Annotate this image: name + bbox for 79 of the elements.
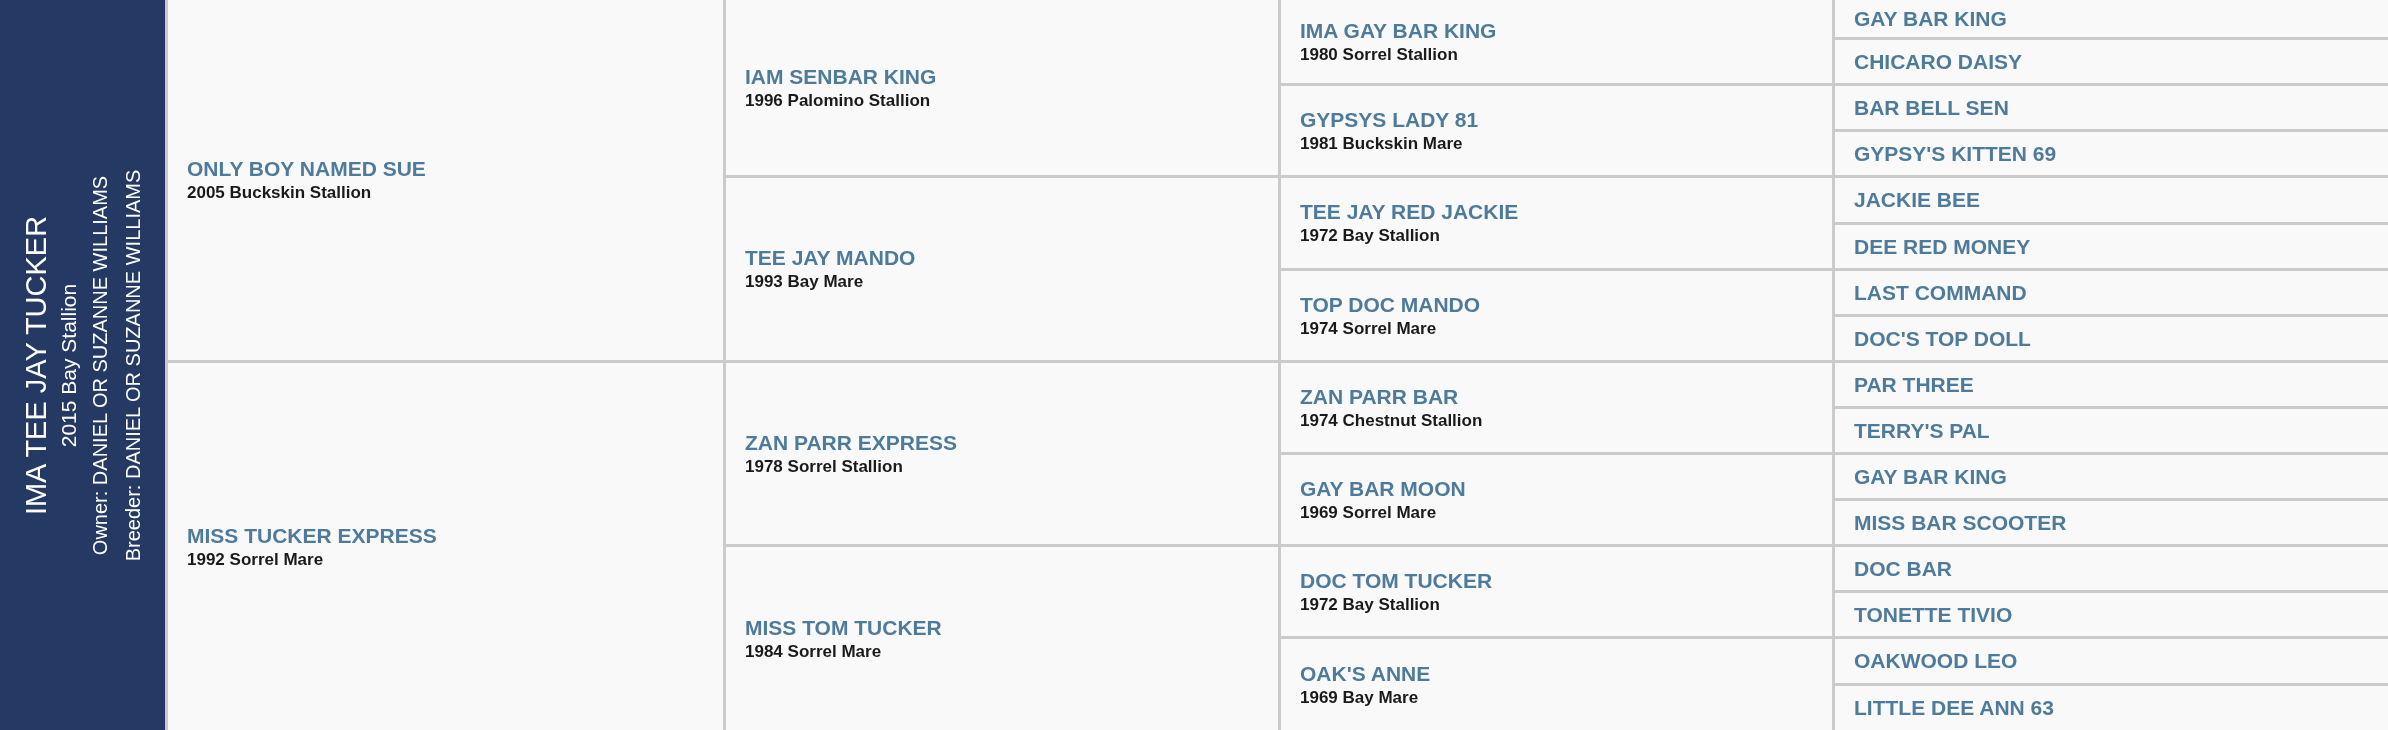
- horse-name: ZAN PARR BAR: [1300, 383, 1459, 410]
- horse-name: TEE JAY MANDO: [745, 245, 916, 271]
- horse-details: 2015 Bay Stallion: [54, 283, 81, 447]
- horse-name: DOC'S TOP DOLL: [1854, 325, 2031, 352]
- horse-name: IMA TEE JAY TUCKER: [17, 215, 52, 515]
- horse-name: DOC TOM TUCKER: [1300, 567, 1493, 594]
- pedigree-cell: [1835, 409, 2388, 452]
- horse-name: GAY BAR MOON: [1300, 475, 1466, 502]
- horse-details: 1978 Sorrel Stallion: [745, 455, 903, 478]
- pedigree-cell: [1281, 363, 1832, 452]
- horse-name: MISS TUCKER EXPRESS: [187, 522, 437, 549]
- horse-name: GAY BAR KING: [1854, 5, 2007, 32]
- pedigree-cell: [1835, 271, 2388, 314]
- pedigree-cell: [1281, 178, 1832, 268]
- horse-details: 1974 Chestnut Stallion: [1300, 409, 1483, 432]
- pedigree-cell: [726, 178, 1278, 360]
- pedigree-cell: [726, 547, 1278, 730]
- horse-name: GYPSYS LADY 81: [1300, 106, 1479, 133]
- horse-name: JACKIE BEE: [1854, 187, 1981, 213]
- horse-name: DOC BAR: [1854, 555, 1952, 582]
- horse-name: IAM SENBAR KING: [745, 63, 937, 90]
- horse-details: 1972 Bay Stallion: [1300, 593, 1440, 616]
- pedigree-cell: [726, 0, 1278, 175]
- pedigree-cell: [1281, 0, 1832, 83]
- pedigree-cell: [1835, 639, 2388, 683]
- horse-name: TONETTE TIVIO: [1854, 601, 2013, 628]
- pedigree-cell: [1835, 593, 2388, 636]
- horse-name: GAY BAR KING: [1854, 463, 2007, 490]
- pedigree-cell: [1835, 455, 2388, 498]
- horse-name: TERRY'S PAL: [1854, 417, 1990, 444]
- horse-details: 1993 Bay Mare: [745, 271, 864, 293]
- horse-name: GYPSY'S KITTEN 69: [1854, 140, 2057, 167]
- horse-name: MISS BAR SCOOTER: [1854, 509, 2067, 536]
- pedigree-cell: [1835, 178, 2388, 222]
- horse-name: CHICARO DAISY: [1854, 48, 2022, 75]
- horse-details: 1969 Sorrel Mare: [1300, 501, 1437, 524]
- horse-name: OAKWOOD LEO: [1854, 648, 2018, 674]
- horse-name: TOP DOC MANDO: [1300, 291, 1481, 318]
- horse-name: LITTLE DEE ANN 63: [1854, 695, 2054, 721]
- horse-details: 1969 Bay Mare: [1300, 686, 1419, 709]
- horse-details: 1984 Sorrel Mare: [745, 640, 882, 663]
- owner-text: Owner: DANIEL OR SUZANNE WILLIAMS: [86, 175, 111, 555]
- horse-details: 2005 Buckskin Stallion: [187, 182, 372, 204]
- pedigree-cell: [1835, 363, 2388, 406]
- horse-name: OAK'S ANNE: [1300, 660, 1431, 687]
- horse-details: 1981 Buckskin Mare: [1300, 132, 1463, 155]
- pedigree-cell: [1835, 686, 2388, 730]
- pedigree-cell: [168, 0, 723, 360]
- horse-details: 1992 Sorrel Mare: [187, 548, 324, 571]
- horse-details: 1972 Bay Stallion: [1300, 225, 1440, 247]
- pedigree-cell: [1835, 501, 2388, 544]
- horse-details: 1996 Palomino Stallion: [745, 89, 931, 112]
- horse-name: ZAN PARR EXPRESS: [745, 429, 957, 456]
- pedigree-cell: [1835, 86, 2388, 129]
- title-panel: [0, 0, 165, 730]
- pedigree-cell: [1835, 40, 2388, 83]
- pedigree-cell: [1281, 639, 1832, 730]
- horse-name: PAR THREE: [1854, 371, 1974, 398]
- pedigree-cell: [1281, 271, 1832, 360]
- breeder-text: Breeder: DANIEL OR SUZANNE WILLIAMS: [119, 169, 144, 561]
- horse-details: 1980 Sorrel Stallion: [1300, 43, 1458, 66]
- pedigree-cell: [1281, 455, 1832, 544]
- pedigree-cell: [1281, 547, 1832, 636]
- pedigree-cell: [1835, 225, 2388, 268]
- pedigree-cell: [1281, 86, 1832, 175]
- pedigree-cell: [1835, 317, 2388, 360]
- horse-name: LAST COMMAND: [1854, 279, 2027, 306]
- horse-name: BAR BELL SEN: [1854, 94, 2009, 121]
- horse-name: ONLY BOY NAMED SUE: [187, 156, 426, 182]
- pedigree-cell: [1835, 132, 2388, 175]
- horse-name: IMA GAY BAR KING: [1300, 17, 1497, 44]
- horse-details: 1974 Sorrel Mare: [1300, 317, 1437, 340]
- horse-name: TEE JAY RED JACKIE: [1300, 199, 1519, 225]
- pedigree-cell: [1835, 0, 2388, 37]
- pedigree-cell: [168, 363, 723, 730]
- pedigree-cell: [1835, 547, 2388, 590]
- pedigree-cell: [726, 363, 1278, 544]
- horse-name: DEE RED MONEY: [1854, 233, 2031, 260]
- horse-name: MISS TOM TUCKER: [745, 614, 942, 641]
